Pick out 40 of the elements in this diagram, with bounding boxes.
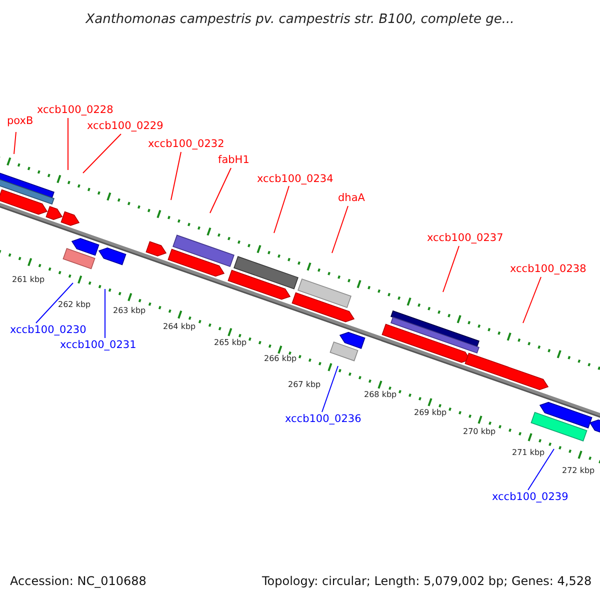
scale-label: 265 kbp (214, 339, 247, 347)
map-title: Xanthomonas campestris pv. campestris str. B100, complete ge... (84, 13, 516, 26)
scale-label: 271 kbp (512, 449, 545, 457)
scale-label: 264 kbp (163, 323, 196, 331)
gene-label: fabH1 (218, 155, 250, 166)
gene-label: xccb100_0231 (60, 340, 136, 350)
leader-line (36, 282, 74, 324)
genome-info-text: Topology: circular; Length: 5,079,002 bp; Genes: 4,528 (262, 575, 592, 587)
leader-line (14, 132, 16, 154)
leader-line (104, 288, 106, 338)
leader-line (170, 152, 182, 200)
leader-line (442, 246, 460, 292)
scale-label: 263 kbp (113, 307, 146, 315)
scale-label: 267 kbp (288, 381, 321, 389)
gene-label: xccb100_0239 (492, 492, 568, 502)
leader-line (332, 206, 348, 254)
scale-label: 261 kbp (12, 276, 45, 284)
leader-line (210, 168, 232, 214)
gene-label: poxB (7, 116, 34, 126)
leader-line (274, 186, 290, 234)
gene-label: xccb100_0237 (427, 233, 504, 244)
gene-label: xccb100_0228 (37, 105, 114, 116)
leader-line (82, 134, 122, 174)
gene-label: xccb100_0230 (10, 325, 86, 336)
gene-label: xccb100_0234 (257, 174, 334, 184)
scale-label: 266 kbp (264, 355, 297, 363)
leader-line (322, 366, 338, 412)
gene-label: xccb100_0238 (510, 264, 586, 274)
gene-label: dhaA (338, 193, 365, 204)
gene-label: xccb100_0236 (285, 414, 362, 424)
scale-label: 262 kbp (58, 301, 91, 309)
gene-label: xccb100_0232 (148, 139, 224, 150)
scale-label: 268 kbp (364, 391, 397, 399)
scale-label: 270 kbp (463, 428, 496, 436)
gene-label: xccb100_0229 (87, 121, 164, 132)
scale-label: 269 kbp (414, 409, 447, 417)
leader-line (522, 276, 542, 324)
scale-label: 272 kbp (562, 467, 595, 475)
accession-text: Accession: NC_010688 (10, 575, 146, 587)
leader-line (528, 448, 554, 490)
